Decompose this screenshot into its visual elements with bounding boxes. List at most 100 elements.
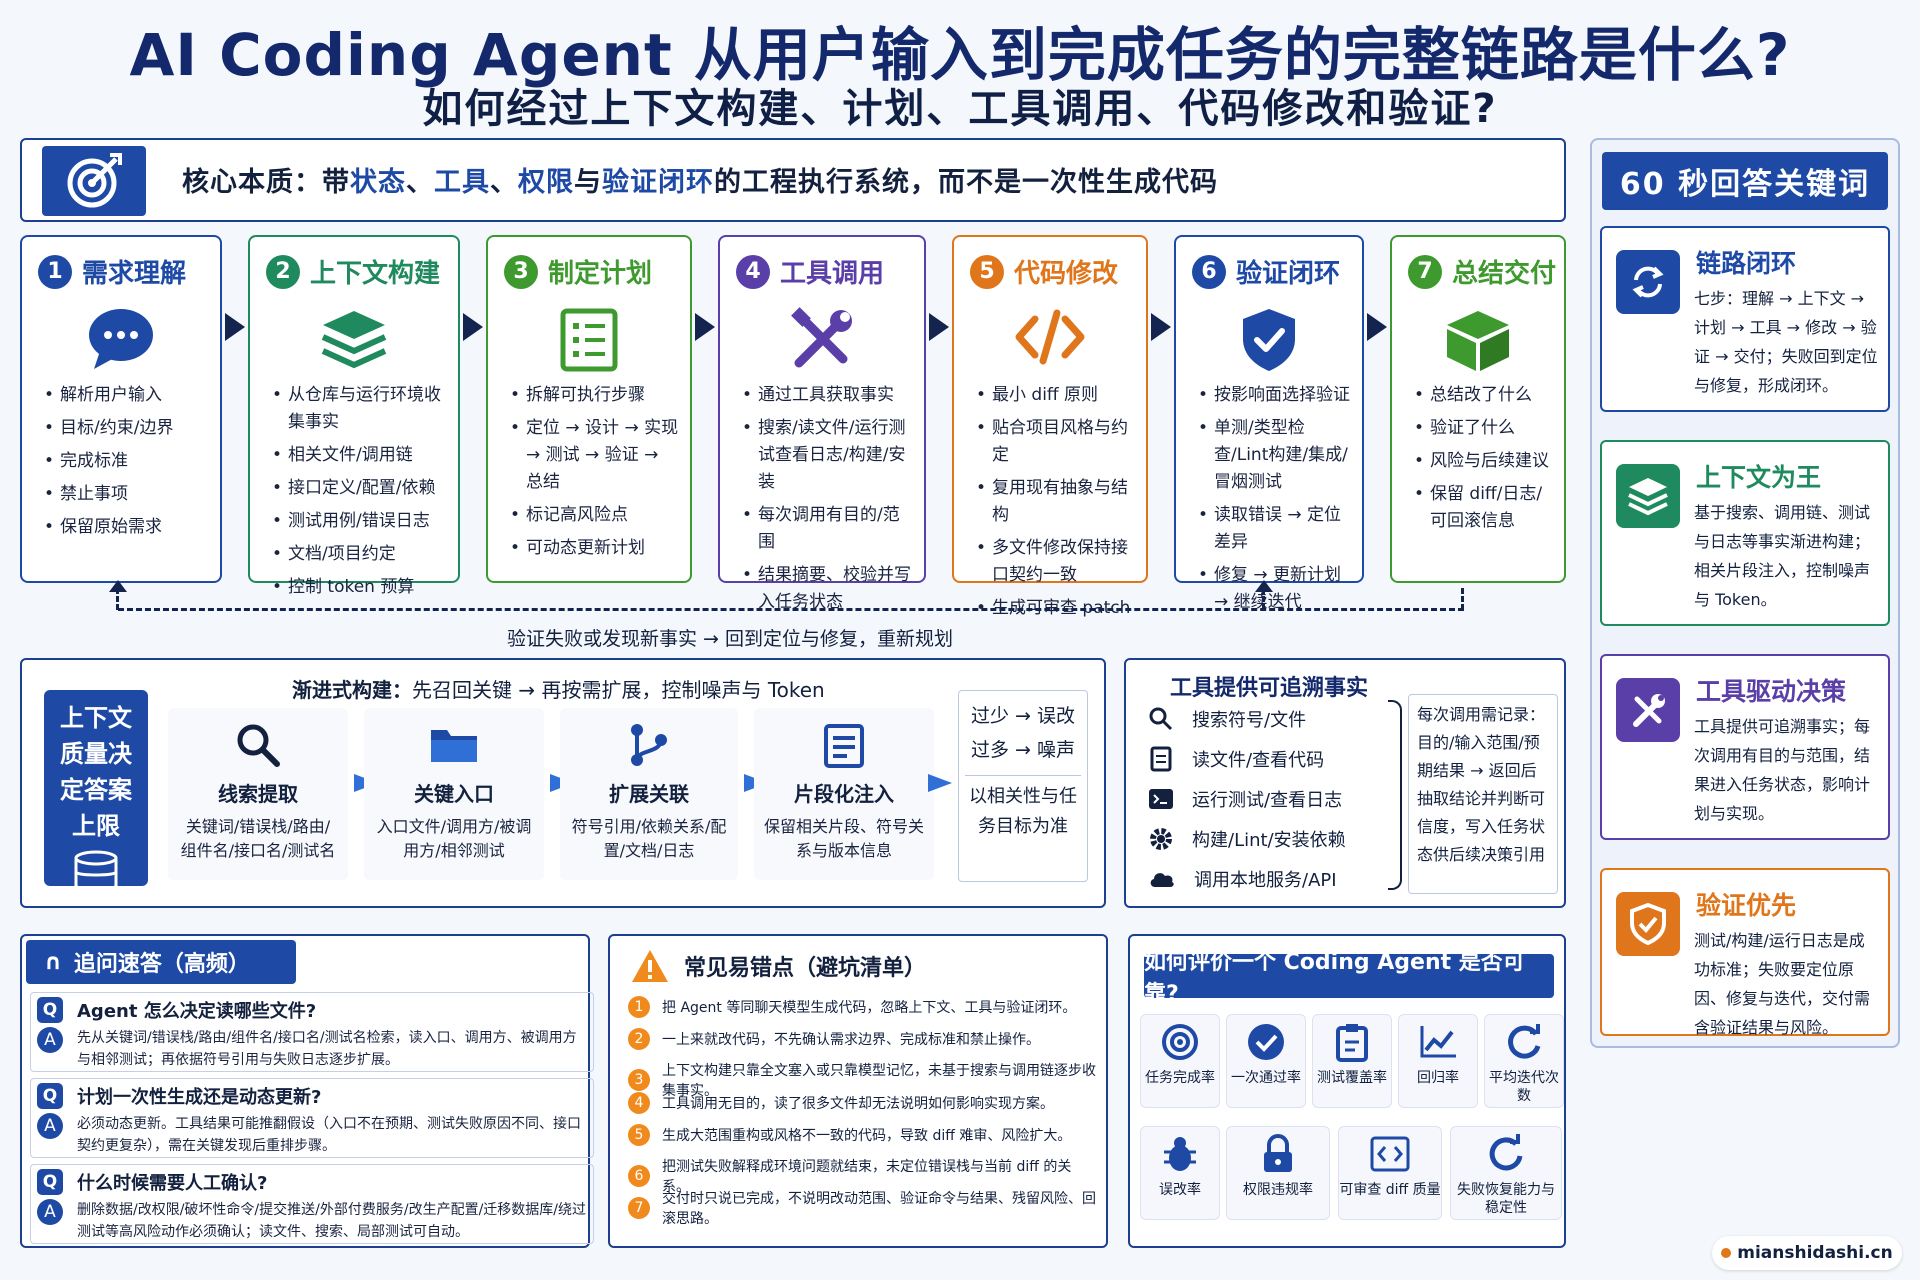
- warning-icon: [632, 950, 668, 982]
- metric-permission-violation: 权限违规率: [1226, 1126, 1330, 1220]
- question-badge-icon: Q: [37, 997, 63, 1023]
- line-chart-icon: [1399, 1015, 1477, 1069]
- question-badge-icon: Q: [37, 1083, 63, 1109]
- headset-icon: ∩: [44, 949, 62, 975]
- metric-test-coverage: 测试覆盖率: [1312, 1014, 1392, 1108]
- gear-icon: [1150, 828, 1172, 850]
- context-card-expand: 扩展关联 符号引用/依赖关系/配置/文档/日志: [560, 708, 738, 880]
- feedback-loop-up: [116, 588, 119, 610]
- code-brackets-icon: [954, 307, 1146, 367]
- step-4-title: 工具调用: [780, 259, 885, 289]
- database-icon: [74, 850, 118, 891]
- answer-badge-icon: A: [37, 1113, 63, 1139]
- wrench-icon: [1616, 678, 1680, 742]
- flow-arrow: [695, 313, 715, 341]
- tool-row: 搜索符号/文件: [1148, 706, 1306, 732]
- evaluation-heading: 如何评价一个 Coding Agent 是否可靠?: [1144, 950, 1554, 1007]
- tools-brace: [1388, 700, 1402, 890]
- flow-arrow: [1367, 313, 1387, 341]
- context-card-inject: 片段化注入 保留相关片段、符号关系与版本信息: [754, 708, 934, 880]
- chat-bubble-icon: [22, 307, 220, 371]
- folder-icon: [364, 722, 544, 770]
- tools-facts-title: 工具提供可追溯事实: [1170, 676, 1369, 701]
- metric-iterations: 平均迭代次数: [1484, 1014, 1564, 1108]
- metric-regression: 回归率: [1398, 1014, 1478, 1108]
- document-lines-icon: [754, 722, 934, 770]
- core-essence-banner: 核心本质：带状态、工具、权限与验证闭环的工程执行系统，而不是一次性生成代码: [20, 138, 1566, 222]
- tool-row: 构建/Lint/安装依赖: [1148, 826, 1346, 852]
- brand-badge[interactable]: mianshidashi.cn: [1712, 1236, 1902, 1270]
- metric-recovery: 失败恢复能力与稳定性: [1450, 1126, 1562, 1220]
- tools-facts-panel: 工具提供可追溯事实 搜索符号/文件 读文件/查看代码 运行测试/查看日志 构建/…: [1124, 658, 1566, 908]
- clipboard-icon: [1313, 1015, 1391, 1069]
- answer-badge-icon: A: [37, 1199, 63, 1225]
- step-5-title: 代码修改: [1014, 259, 1119, 289]
- flow-arrow: [928, 774, 952, 792]
- answer-badge-icon: A: [37, 1027, 63, 1053]
- step-7-title: 总结交付: [1452, 259, 1557, 289]
- context-card-clues: 线索提取 关键词/错误栈/路由/组件名/接口名/测试名: [168, 708, 348, 880]
- context-building-heading: 渐进式构建：先召回关键 → 再按需扩展，控制噪声与 Token: [292, 678, 825, 702]
- target-icon: [42, 146, 146, 216]
- context-building-panel: 上下文质量决定答案上限 渐进式构建：先召回关键 → 再按需扩展，控制噪声与 To…: [20, 658, 1106, 908]
- lock-icon: [1227, 1127, 1329, 1181]
- keyword-card-tools: 工具驱动决策 工具提供可追溯事实；每次调用有目的与范围，结果进入任务状态，影响计…: [1600, 654, 1890, 840]
- evaluation-panel: 如何评价一个 Coding Agent 是否可靠? 任务完成率 一次通过率 测试…: [1128, 934, 1566, 1248]
- flow-arrow: [463, 313, 483, 341]
- tool-row: 运行测试/查看日志: [1148, 786, 1342, 812]
- step-2-title: 上下文构建: [310, 259, 441, 289]
- context-card-entry: 关键入口 入口文件/调用方/被调用方/相邻测试: [364, 708, 544, 880]
- step-3-title: 制定计划: [548, 259, 653, 289]
- branch-icon: [560, 722, 738, 770]
- metric-diff-quality: 可审查 diff 质量: [1338, 1126, 1442, 1220]
- code-window-icon: [1339, 1127, 1441, 1181]
- context-balance-note: 过少 → 误改 过多 → 噪声 以相关性与任务目标为准: [958, 690, 1088, 882]
- question-badge-icon: Q: [37, 1169, 63, 1195]
- search-icon: [1149, 707, 1173, 731]
- tools-record-note: 每次调用需记录：目的/输入范围/预期结果 → 返回后抽取结论并判断可信度，写入任…: [1408, 694, 1558, 894]
- loop-arrow-head-icon: [109, 580, 127, 592]
- mistakes-heading: 常见易错点（避坑清单）: [630, 948, 926, 984]
- metric-wrong-edit: 误改率: [1140, 1126, 1220, 1220]
- faq-heading: ∩追问速答（高频）: [26, 940, 296, 984]
- shield-check-icon: [1616, 892, 1680, 956]
- terminal-icon: [1149, 789, 1173, 809]
- layers-icon: [250, 307, 458, 371]
- subtitle: 如何经过上下文构建、计划、工具调用、代码修改和验证?: [422, 86, 1498, 132]
- feedback-loop-down: [1461, 588, 1464, 610]
- keywords-panel: 60 秒回答关键词 链路闭环 七步：理解 → 上下文 → 计划 → 工具 → 修…: [1590, 138, 1900, 1048]
- file-icon: [1150, 746, 1172, 772]
- loop-arrow-head-icon: [1255, 580, 1273, 592]
- keyword-card-verify: 验证优先 测试/构建/运行日志是成功标准；失败要定位原因、修复与迭代，交付需含验…: [1600, 868, 1890, 1037]
- sync-icon: [1616, 250, 1680, 314]
- tool-row: 读文件/查看代码: [1148, 746, 1324, 772]
- flow-arrow: [225, 313, 245, 341]
- refresh-icon: [1485, 1015, 1563, 1069]
- flow-arrow: [929, 313, 949, 341]
- cloud-icon: [1150, 873, 1174, 887]
- shield-check-icon: [1176, 307, 1362, 373]
- target-icon: [1141, 1015, 1219, 1069]
- bug-icon: [1141, 1127, 1219, 1181]
- keywords-heading: 60 秒回答关键词: [1602, 152, 1888, 210]
- flow-arrow: [1151, 313, 1171, 341]
- step-6-title: 验证闭环: [1236, 259, 1341, 289]
- metric-task-completion: 任务完成率: [1140, 1014, 1220, 1108]
- package-box-icon: [1392, 307, 1564, 373]
